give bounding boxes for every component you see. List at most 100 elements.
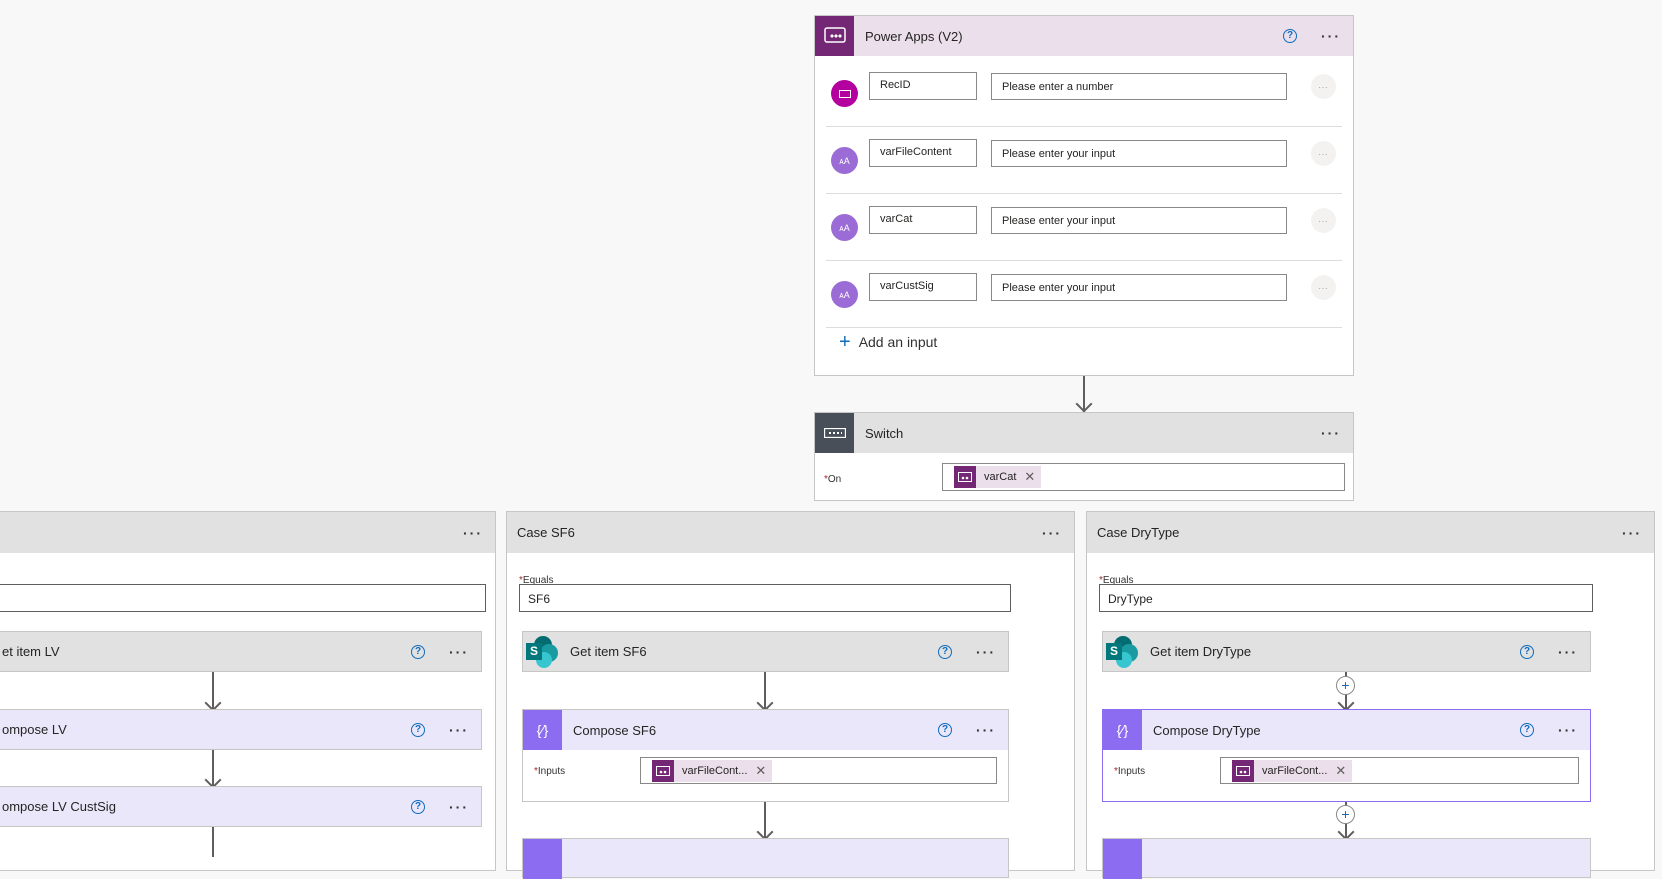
number-icon bbox=[831, 80, 858, 107]
more-options-icon[interactable]: ··· bbox=[449, 721, 469, 738]
token-label: varCat bbox=[984, 471, 1017, 483]
connector-arrow bbox=[212, 750, 214, 786]
more-options-icon[interactable]: ··· bbox=[463, 524, 483, 541]
token-label: varFileCont... bbox=[682, 765, 748, 777]
dynamic-token[interactable]: varFileCont... ✕ bbox=[1232, 760, 1353, 782]
dynamic-token[interactable]: varFileCont... ✕ bbox=[652, 760, 773, 782]
help-icon[interactable]: ? bbox=[411, 644, 425, 659]
remove-token-icon[interactable]: ✕ bbox=[1335, 763, 1347, 778]
param-name-field[interactable]: RecID bbox=[869, 72, 977, 100]
remove-token-icon[interactable]: ✕ bbox=[755, 763, 767, 778]
add-input-label: Add an input bbox=[858, 334, 938, 350]
case-header[interactable]: Case DryType ··· bbox=[1087, 512, 1654, 553]
action-title: Get item SF6 bbox=[570, 644, 647, 659]
switch-title: Switch bbox=[865, 425, 904, 441]
powerapps-icon bbox=[1232, 760, 1254, 782]
switch-card: Switch ··· *On varCat ✕ bbox=[814, 412, 1354, 501]
equals-field[interactable]: SF6 bbox=[519, 584, 1011, 612]
arrow-head-icon bbox=[1075, 395, 1093, 413]
equals-field[interactable] bbox=[0, 584, 486, 612]
case-panel: Case SF6 ··· *Equals SF6 S Get item SF6 … bbox=[506, 511, 1075, 879]
action-compose[interactable]: {⁄} Compose SF6 ? ··· *Inputs varFileCon… bbox=[522, 709, 1009, 802]
insert-step-button[interactable]: + bbox=[1336, 805, 1355, 824]
trigger-param-row: RecID Please enter a number ... bbox=[826, 60, 1342, 127]
sharepoint-icon: S bbox=[1106, 635, 1138, 668]
plus-icon: + bbox=[839, 331, 851, 353]
param-name-field[interactable]: varCat bbox=[869, 206, 977, 234]
param-more-icon[interactable]: ... bbox=[1311, 74, 1336, 99]
help-icon[interactable]: ? bbox=[1520, 644, 1534, 659]
help-icon[interactable]: ? bbox=[1283, 29, 1297, 43]
sharepoint-icon: S bbox=[526, 635, 558, 668]
connector-arrow bbox=[212, 827, 214, 857]
case-panel: Case DryType ··· *Equals DryType S Get i… bbox=[1086, 511, 1655, 879]
action-compose-next[interactable] bbox=[1102, 838, 1591, 879]
trigger-header[interactable]: Power Apps (V2) ? ··· bbox=[815, 16, 1353, 56]
help-icon[interactable]: ? bbox=[1520, 723, 1534, 737]
action-title: Compose DryType bbox=[1153, 722, 1261, 738]
param-more-icon[interactable]: ... bbox=[1311, 141, 1336, 166]
param-more-icon[interactable]: ... bbox=[1311, 275, 1336, 300]
case-header[interactable]: Case SF6 ··· bbox=[507, 512, 1074, 553]
action-get-item[interactable]: S Get item SF6 ? ··· bbox=[522, 631, 1009, 672]
connector-arrow bbox=[1083, 376, 1085, 410]
help-icon[interactable]: ? bbox=[411, 722, 425, 737]
more-options-icon[interactable]: ··· bbox=[976, 643, 996, 660]
text-icon: ᴀA bbox=[831, 147, 858, 174]
more-options-icon[interactable]: ··· bbox=[1042, 524, 1062, 541]
trigger-param-row: ᴀA varCustSig Please enter your input ..… bbox=[826, 261, 1342, 328]
param-placeholder-field[interactable]: Please enter your input bbox=[991, 207, 1287, 234]
add-input-button[interactable]: + Add an input bbox=[839, 331, 938, 353]
switch-on-label: *On bbox=[824, 474, 842, 485]
param-placeholder-field[interactable]: Please enter a number bbox=[991, 73, 1287, 100]
action-compose[interactable]: ompose LV CustSig ? ··· bbox=[0, 786, 482, 827]
powerapps-icon bbox=[954, 466, 976, 488]
powerapps-trigger-card: Power Apps (V2) ? ··· RecID Please enter… bbox=[814, 15, 1354, 376]
more-options-icon[interactable]: ··· bbox=[1558, 643, 1578, 660]
param-more-icon[interactable]: ... bbox=[1311, 208, 1336, 233]
trigger-title: Power Apps (V2) bbox=[865, 28, 963, 44]
help-icon[interactable]: ? bbox=[938, 644, 952, 659]
action-get-item[interactable]: et item LV ? ··· bbox=[0, 631, 482, 672]
more-options-icon[interactable]: ··· bbox=[449, 643, 469, 660]
powerapps-icon bbox=[815, 16, 854, 56]
switch-on-field[interactable]: varCat ✕ bbox=[942, 463, 1345, 491]
action-compose[interactable]: ompose LV ? ··· bbox=[0, 709, 482, 750]
param-name-field[interactable]: varCustSig bbox=[869, 273, 977, 301]
trigger-param-row: ᴀA varFileContent Please enter your inpu… bbox=[826, 127, 1342, 194]
case-header[interactable]: ··· bbox=[0, 512, 495, 553]
inputs-label: *Inputs bbox=[1114, 766, 1146, 777]
action-compose-selected[interactable]: {⁄} Compose DryType ? ··· *Inputs varFil… bbox=[1102, 709, 1591, 802]
more-options-icon[interactable]: ··· bbox=[976, 722, 996, 738]
more-options-icon[interactable]: ··· bbox=[1558, 722, 1578, 738]
action-compose-next[interactable] bbox=[522, 838, 1009, 879]
action-title: Compose SF6 bbox=[573, 722, 657, 738]
param-placeholder-field[interactable]: Please enter your input bbox=[991, 274, 1287, 301]
compose-icon: {⁄} bbox=[523, 710, 562, 750]
help-icon[interactable]: ? bbox=[938, 723, 952, 737]
remove-token-icon[interactable]: ✕ bbox=[1024, 469, 1036, 484]
switch-header[interactable]: Switch ··· bbox=[815, 413, 1353, 453]
param-name-field[interactable]: varFileContent bbox=[869, 139, 977, 167]
more-options-icon[interactable]: ··· bbox=[1321, 425, 1341, 441]
more-options-icon[interactable]: ··· bbox=[1622, 524, 1642, 541]
action-title: Get item DryType bbox=[1150, 644, 1252, 659]
equals-label: *Equals bbox=[519, 575, 554, 586]
dynamic-token[interactable]: varCat ✕ bbox=[954, 466, 1042, 488]
insert-step-button[interactable]: + bbox=[1336, 676, 1355, 695]
powerapps-icon bbox=[652, 760, 674, 782]
connector-arrow bbox=[212, 672, 214, 709]
text-icon: ᴀA bbox=[831, 281, 858, 308]
equals-field[interactable]: DryType bbox=[1099, 584, 1593, 612]
param-placeholder-field[interactable]: Please enter your input bbox=[991, 140, 1287, 167]
connector-arrow bbox=[764, 672, 766, 709]
action-title: ompose LV bbox=[2, 722, 67, 737]
more-options-icon[interactable]: ··· bbox=[449, 798, 469, 815]
action-title: ompose LV CustSig bbox=[2, 799, 116, 814]
inputs-field[interactable]: varFileCont... ✕ bbox=[1220, 757, 1579, 784]
action-get-item[interactable]: S Get item DryType ? ··· bbox=[1102, 631, 1591, 672]
inputs-field[interactable]: varFileCont... ✕ bbox=[640, 757, 997, 784]
more-options-icon[interactable]: ··· bbox=[1321, 28, 1341, 44]
compose-icon: {⁄} bbox=[1103, 710, 1142, 750]
help-icon[interactable]: ? bbox=[411, 799, 425, 814]
